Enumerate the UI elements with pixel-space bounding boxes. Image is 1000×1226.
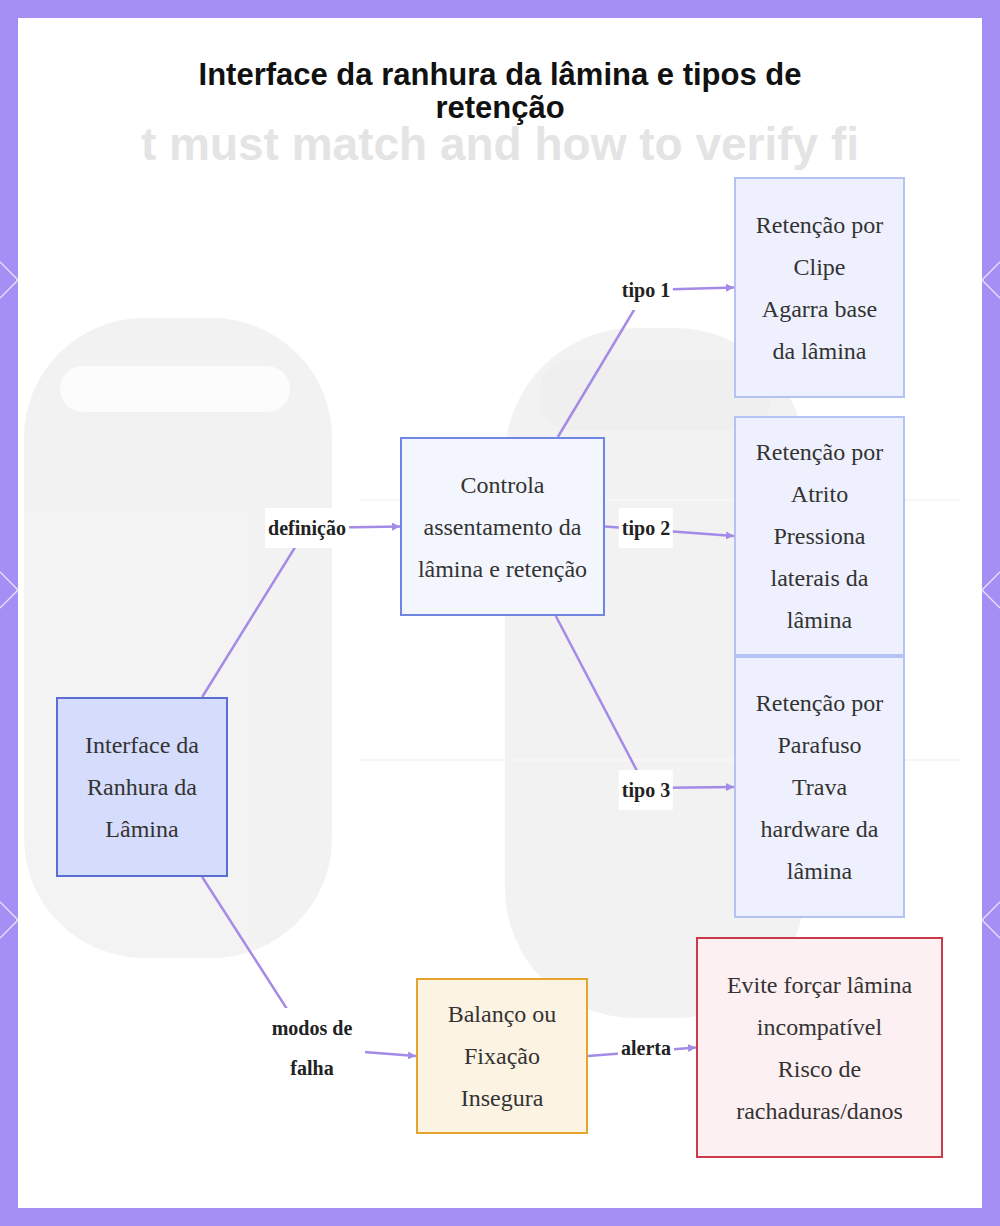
box-text: Risco de rachaduras/danos xyxy=(710,1048,929,1132)
edge-label: definição xyxy=(265,508,349,548)
box-text: Trava hardware da lâmina xyxy=(748,766,891,892)
box-text: Retenção por Clipe xyxy=(748,204,891,288)
box-text: Retenção por Atrito xyxy=(748,431,891,515)
box-text: Controla assentamento da lâmina e retenç… xyxy=(414,464,591,590)
edge-label: tipo 2 xyxy=(619,508,673,548)
box-text: Balanço ou Fixação Insegura xyxy=(430,993,574,1119)
edge-label: tipo 3 xyxy=(619,770,673,810)
process-box: Evite forçar lâmina incompatívelRisco de… xyxy=(696,937,943,1158)
process-box: Interface da Ranhura da Lâmina xyxy=(56,697,228,877)
connector-arrow xyxy=(556,616,734,788)
box-text: Interface da Ranhura da Lâmina xyxy=(70,724,214,850)
watermark-text: t must match and how to verify fi xyxy=(0,118,1000,170)
process-box: Retenção por ParafusoTrava hardware da l… xyxy=(734,656,905,918)
connector-arrow xyxy=(202,527,400,698)
process-box: Controla assentamento da lâmina e retenç… xyxy=(400,437,605,616)
edge-label: modos de falha xyxy=(259,1008,365,1088)
edge-label: tipo 1 xyxy=(619,270,673,310)
diagram-title: Interface da ranhura da lâmina e tipos d… xyxy=(180,58,820,124)
box-text: Pressiona laterais da lâmina xyxy=(748,515,891,641)
process-box: Retenção por AtritoPressiona laterais da… xyxy=(734,416,905,656)
process-box: Retenção por ClipeAgarra base da lâmina xyxy=(734,177,905,398)
box-text: Evite forçar lâmina incompatível xyxy=(710,964,929,1048)
box-text: Retenção por Parafuso xyxy=(748,682,891,766)
box-text: Agarra base da lâmina xyxy=(748,288,891,372)
process-box: Balanço ou Fixação Insegura xyxy=(416,978,588,1134)
edge-label: alerta xyxy=(618,1028,674,1068)
